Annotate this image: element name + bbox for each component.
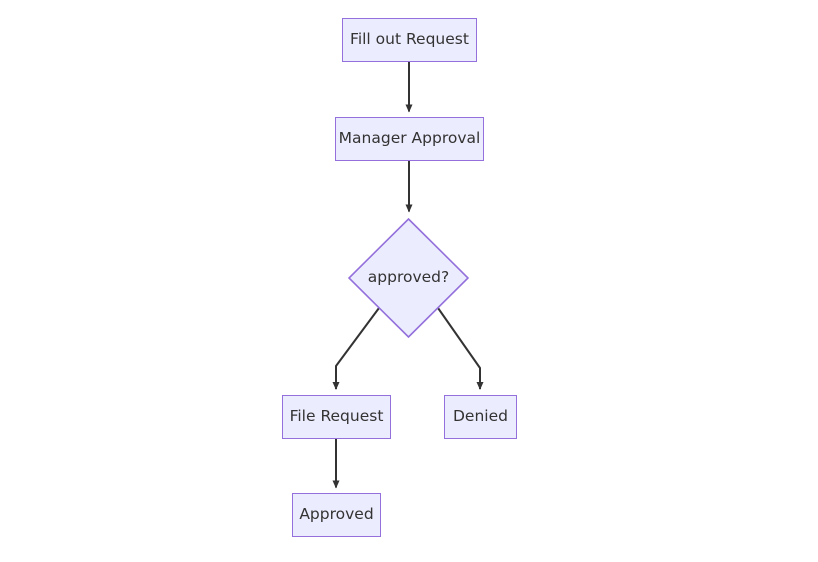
node-label: approved? [367,268,450,287]
node-approved[interactable]: Approved [292,493,381,537]
node-label: Approved [299,505,374,524]
node-manager-approval[interactable]: Manager Approval [335,117,484,161]
diamond-shape [348,218,469,338]
node-label: File Request [289,407,384,426]
node-label: Manager Approval [338,129,481,148]
node-file-request[interactable]: File Request [282,395,391,439]
node-approved-decision[interactable]: approved? [348,218,469,338]
node-fill-out-request[interactable]: Fill out Request [342,18,477,62]
node-label: Fill out Request [350,30,469,49]
node-label: Denied [453,407,508,426]
node-denied[interactable]: Denied [444,395,517,439]
